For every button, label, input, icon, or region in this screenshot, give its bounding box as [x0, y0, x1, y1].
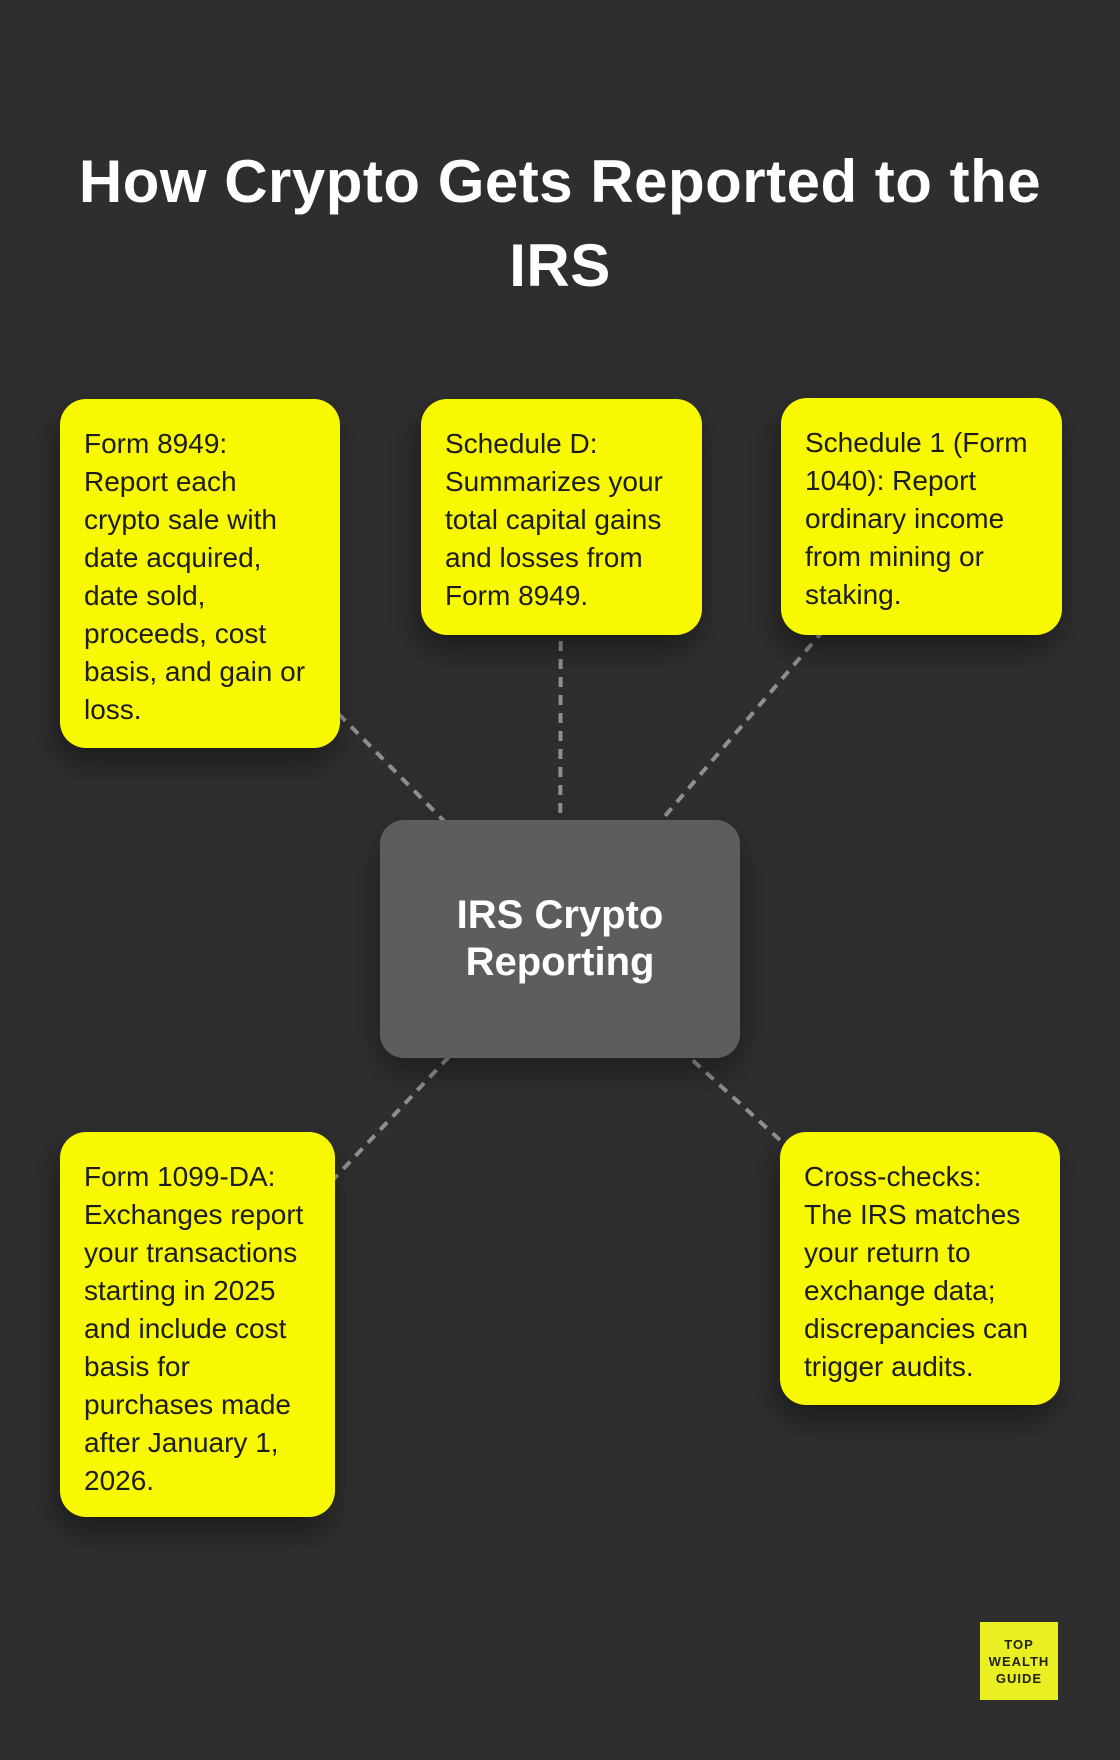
card-schedule-d-text: Schedule D: Summarizes your total capita…: [445, 428, 663, 611]
card-cross-checks-text: Cross-checks: The IRS matches your retur…: [804, 1161, 1029, 1382]
logo-line-wealth: WEALTH: [988, 1653, 1050, 1669]
logo-line-top: TOP: [1004, 1636, 1034, 1652]
card-form-8949: Form 8949: Report each crypto sale with …: [60, 399, 340, 748]
card-schedule-1-text: Schedule 1 (Form 1040): Report ordinary …: [805, 427, 1028, 610]
card-schedule-d: Schedule D: Summarizes your total capita…: [421, 399, 702, 635]
logo-line-guide: GUIDE: [995, 1670, 1043, 1686]
center-node-label: IRS Crypto Reporting: [456, 893, 664, 984]
center-node-irs-crypto-reporting: IRS Crypto Reporting: [380, 820, 740, 1058]
connector-node-to-form-8949: [198, 571, 562, 941]
card-form-8949-text: Form 8949: Report each crypto sale with …: [84, 428, 306, 725]
page-title: How Crypto Gets Reported to the IRS: [78, 148, 1042, 300]
card-cross-checks: Cross-checks: The IRS matches your retur…: [780, 1132, 1060, 1405]
card-form-1099-da: Form 1099-DA: Exchanges report your tran…: [60, 1132, 335, 1517]
top-wealth-guide-logo: TOP WEALTH GUIDE: [980, 1622, 1058, 1700]
card-form-1099-da-text: Form 1099-DA: Exchanges report your tran…: [84, 1161, 304, 1496]
card-schedule-1: Schedule 1 (Form 1040): Report ordinary …: [781, 398, 1062, 635]
